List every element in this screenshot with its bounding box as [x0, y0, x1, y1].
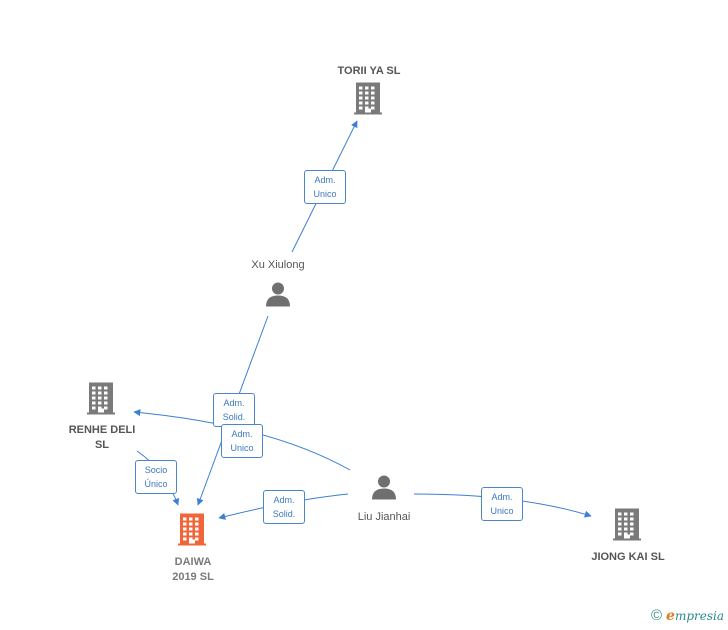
building-icon[interactable] — [87, 382, 117, 421]
empresia-watermark[interactable]: © empresia — [651, 607, 724, 624]
edge-label-xu-to-torii[interactable]: Adm. Unico — [304, 170, 346, 204]
person-icon[interactable] — [370, 473, 398, 506]
edge-label-liu-to-renhe[interactable]: Adm. Unico — [221, 424, 263, 458]
person-icon[interactable] — [264, 280, 292, 313]
edge-label-liu-to-jiong[interactable]: Adm. Unico — [481, 487, 523, 521]
node-label-xu[interactable]: Xu Xiulong — [251, 259, 305, 271]
edge-label-renhe-to-daiwa[interactable]: Socio Único — [135, 460, 177, 494]
edge-label-xu-to-daiwa[interactable]: Adm. Solid. — [213, 393, 255, 427]
node-label-renhe[interactable]: RENHE DELI SL — [68, 424, 136, 451]
building-icon[interactable] — [178, 513, 208, 552]
building-icon[interactable] — [613, 508, 643, 547]
building-icon[interactable] — [354, 82, 384, 121]
node-label-torii[interactable]: TORII YA SL — [337, 65, 401, 77]
copyright-symbol: © — [650, 607, 663, 624]
edge-label-liu-to-daiwa[interactable]: Adm. Solid. — [263, 490, 305, 524]
empresia-logo: empresia — [666, 607, 724, 624]
node-label-daiwa[interactable]: DAIWA 2019 SL — [172, 556, 214, 583]
node-label-liu[interactable]: Liu Jianhai — [357, 511, 411, 523]
node-label-jiong[interactable]: JIONG KAI SL — [591, 551, 665, 563]
